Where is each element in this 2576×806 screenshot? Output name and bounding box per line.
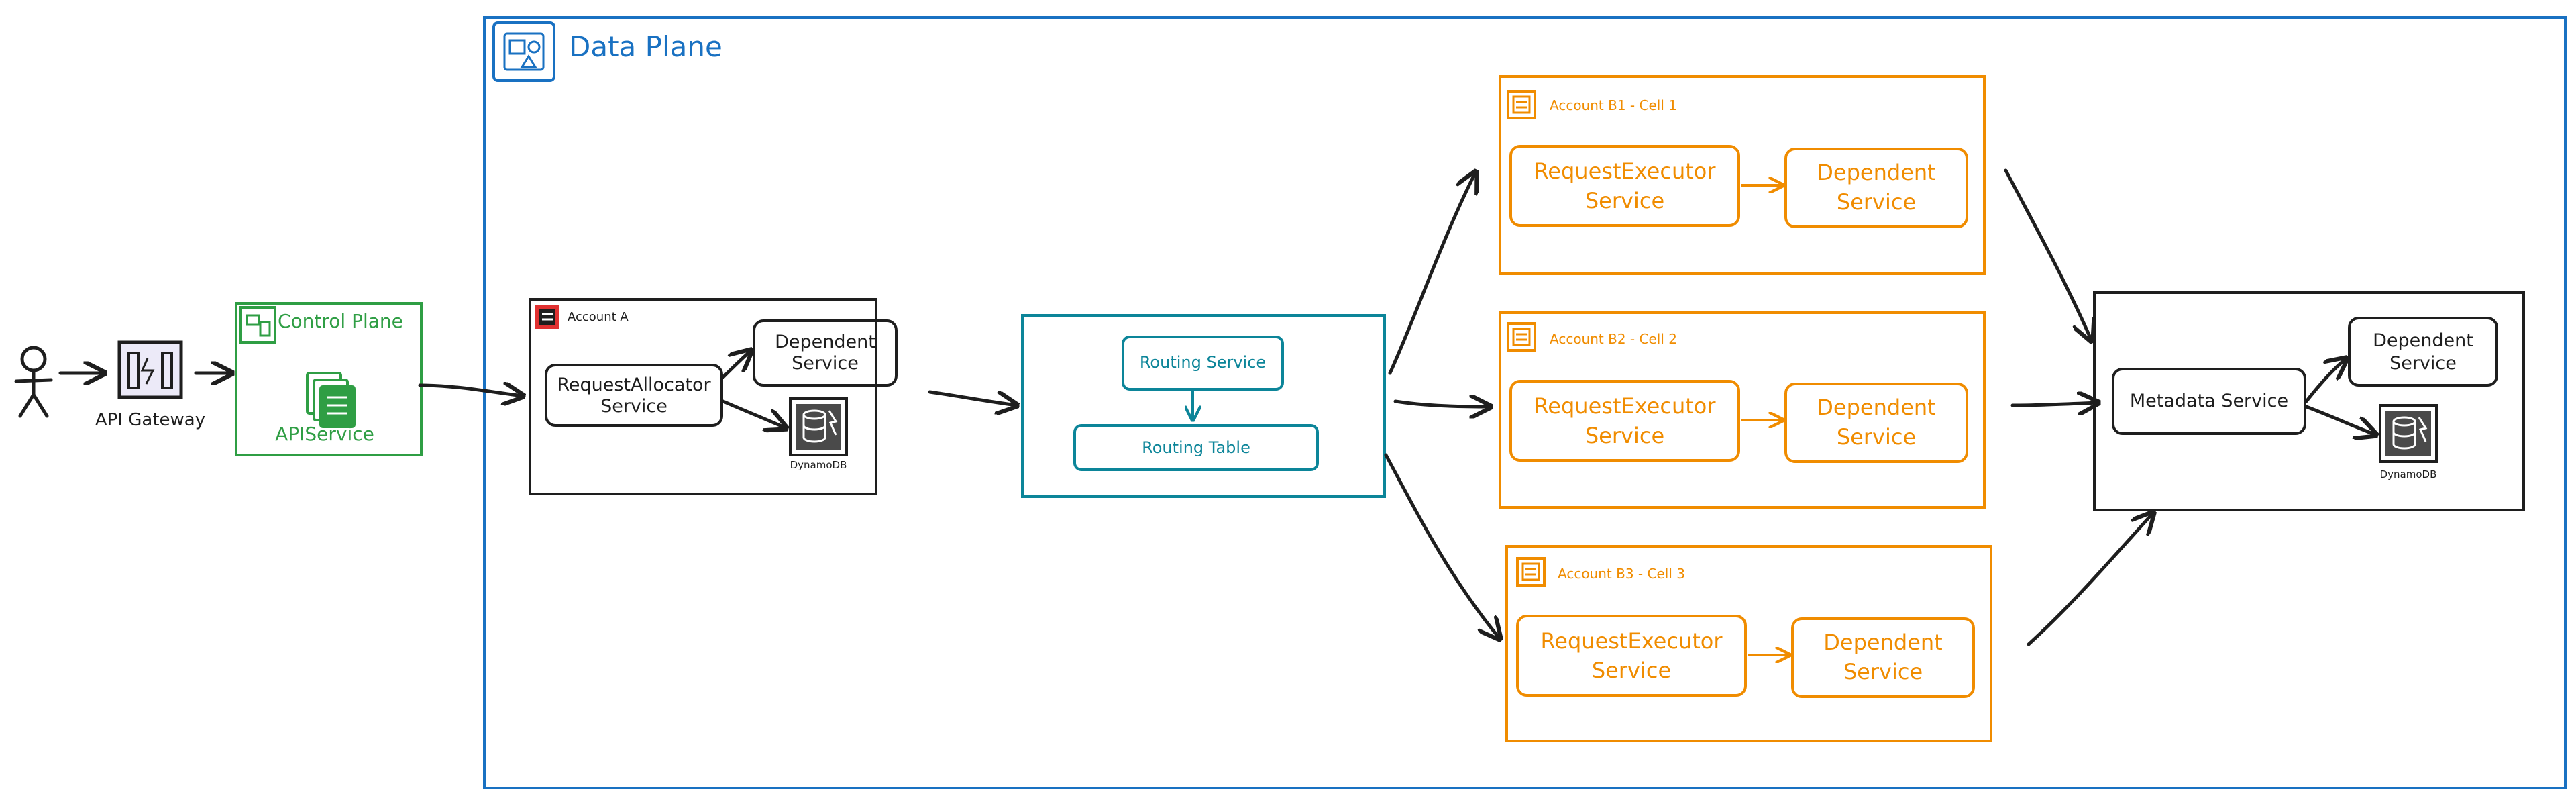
metadata-dependent-box	[2348, 317, 2498, 387]
account-a-dependent-line1: Dependent	[775, 332, 875, 352]
arrow-allocator-to-dependent	[721, 350, 751, 379]
document-stack-icon	[306, 372, 356, 428]
cell-3-executor-line1: RequestExecutor	[1541, 628, 1723, 654]
cell-3-dependent-box	[1791, 617, 1975, 698]
api-gateway-node: API Gateway	[95, 340, 205, 430]
cell-2-dependent-box	[1784, 383, 1968, 463]
vpc-icon	[492, 21, 555, 82]
arrow-metadata-to-dynamodb	[2304, 405, 2376, 435]
cell-1-dependent-box	[1784, 148, 1968, 228]
dynamodb-icon	[2379, 404, 2438, 463]
api-service-label: APIService	[275, 423, 374, 445]
control-plane-icon	[239, 306, 276, 344]
cell-3-title: Account B3 - Cell 3	[1558, 566, 1685, 582]
cell-2-executor-line1: RequestExecutor	[1534, 393, 1717, 419]
cell-2-executor-box	[1509, 380, 1740, 462]
cell-1: Account B1 - Cell 1 RequestExecutor Serv…	[1499, 75, 1986, 275]
account-icon	[1507, 90, 1536, 119]
cell-2: Account B2 - Cell 2 RequestExecutor Serv…	[1499, 311, 1986, 509]
cell-1-dependent-line2: Service	[1837, 189, 1916, 215]
account-icon	[535, 305, 559, 329]
cell-1-executor-box	[1509, 145, 1740, 227]
request-allocator-label-line1: RequestAllocator	[557, 374, 711, 395]
cell-1-dependent-line1: Dependent	[1817, 160, 1935, 185]
api-gateway-label: API Gateway	[95, 410, 205, 430]
arrow-account-a-to-routing	[928, 390, 1017, 405]
account-a-title: Account A	[568, 310, 629, 324]
api-gateway-icon	[117, 340, 183, 399]
data-plane-frame	[483, 16, 2567, 789]
account-icon	[1507, 322, 1536, 352]
cell-3-dependent-line1: Dependent	[1823, 629, 1942, 655]
arrow-cell-1-to-metadata	[2004, 168, 2092, 341]
routing-frame	[1021, 314, 1386, 498]
user-icon	[14, 346, 53, 418]
cell-3-executor-box	[1516, 615, 1747, 697]
arrow-cell-3-to-metadata	[2027, 513, 2153, 646]
cell-1-title: Account B1 - Cell 1	[1550, 97, 1677, 113]
arrow-control-plane-to-account-a	[418, 385, 523, 396]
request-allocator-label-line2: Service	[600, 396, 667, 417]
account-icon	[1516, 557, 1546, 587]
arrow-routing-to-cell-3	[1384, 453, 1500, 639]
arrow-metadata-to-dependent	[2304, 358, 2347, 403]
metadata-db-label: DynamoDB	[2380, 468, 2437, 481]
cell-1-executor-line2: Service	[1585, 188, 1664, 213]
account-a-frame	[529, 298, 877, 495]
cell-2-title: Account B2 - Cell 2	[1550, 331, 1677, 347]
dynamodb-icon	[789, 397, 848, 456]
cell-2-dependent-line1: Dependent	[1817, 395, 1935, 420]
data-plane-group: Data Plane	[483, 16, 2567, 789]
metadata-dependent-line2: Service	[2390, 353, 2457, 374]
routing-service-label: Routing Service	[1140, 353, 1266, 372]
cell-3-dependent-line2: Service	[1843, 659, 1923, 685]
arrow-routing-to-cell-1	[1388, 172, 1476, 375]
cell-2-frame	[1499, 311, 1986, 509]
arrow-routing-to-cell-2	[1393, 401, 1491, 407]
cell-3-frame	[1505, 545, 1992, 742]
account-a-db-label: DynamoDB	[790, 459, 847, 471]
routing-table-label: Routing Table	[1142, 438, 1250, 457]
control-plane-group: Control Plane APIService	[235, 302, 423, 456]
request-allocator-box	[545, 364, 723, 427]
account-a-group: Account A RequestAllocator Service Depen…	[529, 298, 898, 495]
cell-2-dependent-line2: Service	[1837, 424, 1916, 450]
cell-1-frame	[1499, 75, 1986, 275]
metadata-group: Metadata Service Dependent Service Dynam…	[2093, 291, 2525, 511]
cell-1-executor-line1: RequestExecutor	[1534, 158, 1717, 184]
metadata-service-label: Metadata Service	[2130, 391, 2288, 411]
account-a-dependent-line2: Service	[792, 353, 859, 374]
arrow-cell-2-to-metadata	[2010, 403, 2098, 405]
control-plane-frame	[235, 302, 423, 456]
metadata-dependent-line1: Dependent	[2373, 330, 2473, 351]
control-plane-title: Control Plane	[278, 310, 403, 332]
cell-3-executor-line2: Service	[1592, 658, 1671, 683]
connectors	[58, 168, 2376, 646]
routing-table-box	[1073, 424, 1319, 471]
cell-3: Account B3 - Cell 3 RequestExecutor Serv…	[1505, 545, 1992, 742]
routing-service-box	[1122, 336, 1284, 391]
routing-group: Routing Service Routing Table	[1021, 314, 1386, 498]
arrow-allocator-to-dynamodb	[721, 399, 786, 428]
cell-2-executor-line2: Service	[1585, 423, 1664, 448]
data-plane-title: Data Plane	[569, 30, 722, 63]
